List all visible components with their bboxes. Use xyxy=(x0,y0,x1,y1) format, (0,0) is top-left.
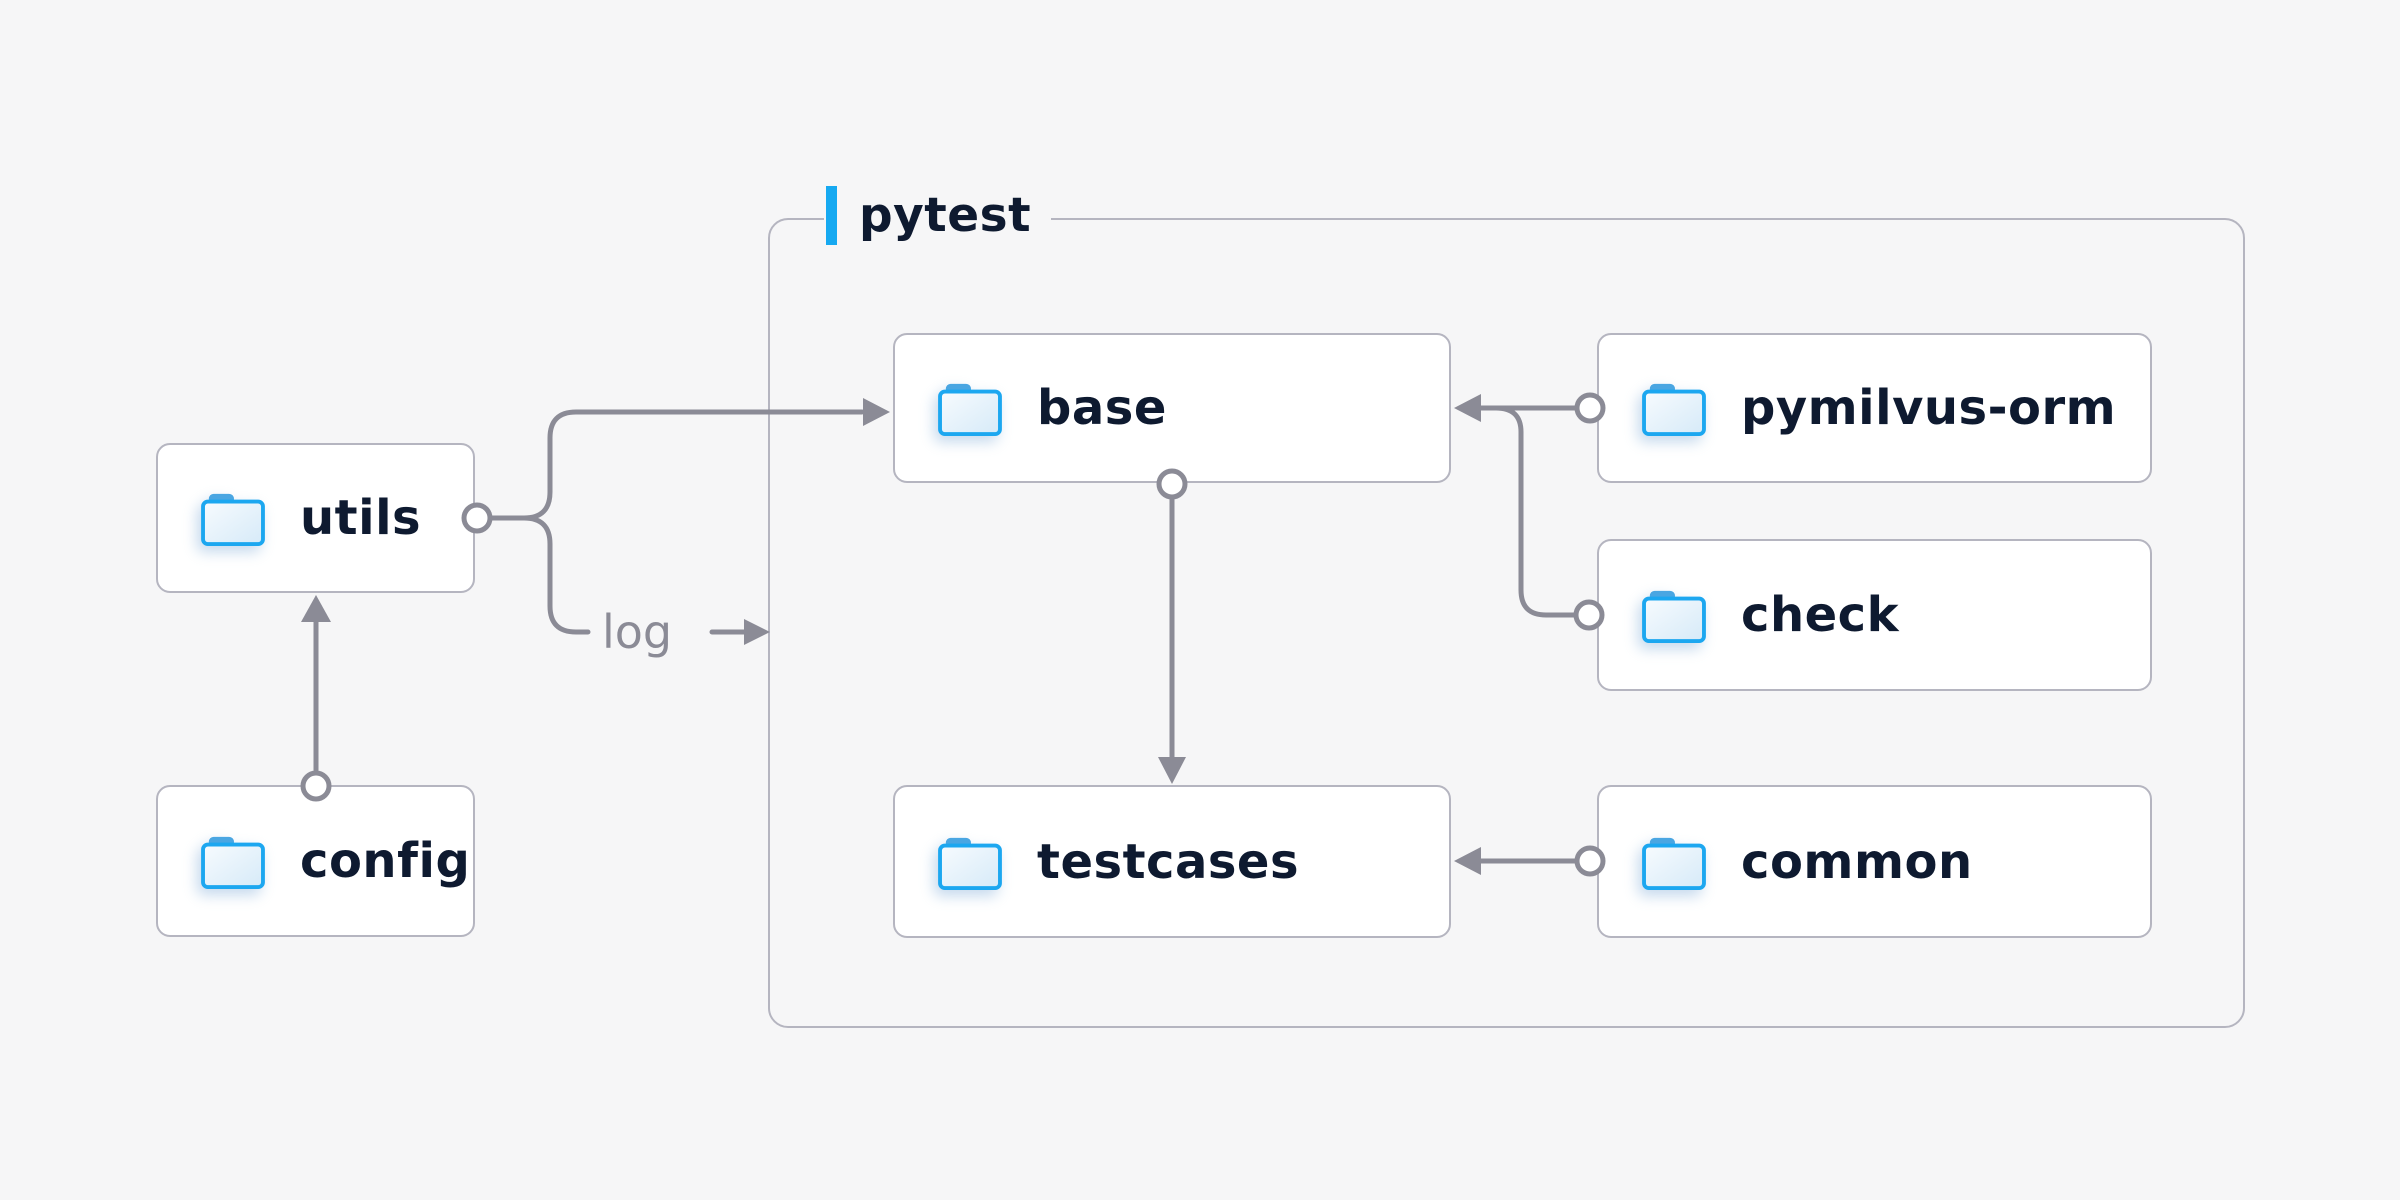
folder-icon xyxy=(1642,590,1706,644)
edge-config-to-utils xyxy=(300,595,332,802)
accent-bar xyxy=(826,185,837,245)
node-pymilvus-orm-label: pymilvus-orm xyxy=(1741,380,2117,436)
folder-icon xyxy=(938,837,1002,890)
folder-icon xyxy=(1642,383,1706,437)
node-config-label: config xyxy=(300,833,471,889)
node-base-label: base xyxy=(1037,380,1167,436)
folder-icon xyxy=(201,493,265,547)
node-testcases: testcases xyxy=(893,785,1451,938)
folder-icon xyxy=(938,383,1002,437)
node-check-label: check xyxy=(1741,587,1900,643)
node-common-label: common xyxy=(1741,833,1973,890)
pytest-container-label: pytest xyxy=(824,184,1052,246)
folder-icon xyxy=(1642,837,1706,890)
folder-icon xyxy=(201,836,265,890)
node-common: common xyxy=(1597,785,2152,938)
edge-label-log: log xyxy=(602,605,673,659)
node-check: check xyxy=(1597,539,2152,691)
node-base: base xyxy=(893,333,1451,483)
node-pymilvus-orm: pymilvus-orm xyxy=(1597,333,2152,483)
node-testcases-label: testcases xyxy=(1037,833,1300,890)
node-config: config xyxy=(156,785,475,937)
pytest-title: pytest xyxy=(859,187,1032,243)
node-utils: utils xyxy=(156,443,475,593)
node-utils-label: utils xyxy=(300,490,422,546)
